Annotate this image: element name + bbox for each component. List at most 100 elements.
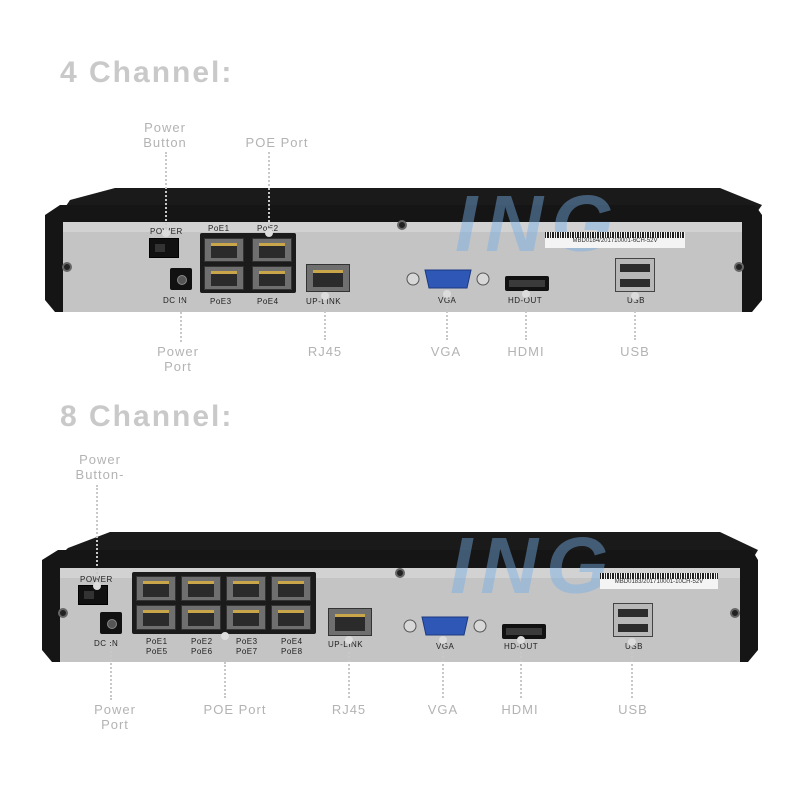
serial-number-8ch: MBD0183/201710001-10CH-52V: [614, 579, 704, 585]
power-switch: [149, 238, 179, 258]
vga-leader-dot-8ch: [439, 636, 447, 644]
usb-leader-8ch: [631, 652, 633, 698]
hdmi-leader-dot: [522, 290, 530, 298]
poe7-label-8ch: PoE7: [236, 647, 258, 656]
poe2-port-8ch: [181, 576, 221, 601]
power-port-leader: [180, 296, 182, 342]
power-port-callout-8ch-line2: Port: [101, 717, 129, 732]
eight-channel-section: 8 Channel: ING POWER DC IN PoE1 PoE2 PoE…: [0, 400, 800, 800]
usb-port: [615, 258, 655, 292]
hdmi-callout: HDMI: [507, 344, 545, 359]
usb-slot-bottom: [620, 279, 650, 287]
rj45-leader-8ch: [348, 652, 350, 698]
dc-in-port-8ch: [100, 612, 122, 634]
power-button-callout-8ch: Power Button-: [60, 452, 140, 482]
power-button-leader-dot-8ch: [93, 582, 101, 590]
poe4-label: PoE4: [257, 297, 279, 306]
power-button-leader-dot: [162, 229, 170, 237]
power-button-callout-8ch-line2: Button-: [75, 467, 125, 482]
poe5-label-8ch: PoE5: [146, 647, 168, 656]
poe2-label: PoE2: [257, 224, 279, 233]
poe-port-leader-dot-8ch: [221, 632, 229, 640]
poe1-port-8ch: [136, 576, 176, 601]
poe4-port-8ch: [271, 576, 311, 601]
vga-leader: [446, 300, 448, 340]
left-mount-screw-8ch: [58, 608, 68, 618]
poe-port-callout-8ch: POE Port: [203, 702, 267, 717]
poe1-label-8ch: PoE1: [146, 637, 168, 646]
rj45-leader-dot: [321, 292, 329, 300]
poe8-port-8ch: [271, 605, 311, 630]
poe6-port-8ch: [181, 605, 221, 630]
hdmi-leader: [525, 300, 527, 340]
poe3-port: [204, 266, 244, 290]
hdmi-callout-8ch: HDMI: [501, 702, 539, 717]
dc-in-label-8ch: DC IN: [94, 639, 119, 648]
poe8-label-8ch: PoE8: [281, 647, 303, 656]
uplink-label-8ch: UP-LINK: [328, 640, 364, 649]
serial-barcode-8ch: [600, 573, 718, 579]
power-port-callout-line2: Port: [164, 359, 192, 374]
left-mount-screw: [62, 262, 72, 272]
poe7-port-8ch: [226, 605, 266, 630]
right-mount-screw-8ch: [730, 608, 740, 618]
four-channel-title: 4 Channel:: [60, 56, 234, 89]
right-mount-screw: [734, 262, 744, 272]
usb-port-8ch: [613, 603, 653, 637]
usb-label-8ch: USB: [625, 642, 643, 651]
vga-port: [406, 269, 490, 289]
power-port-leader-8ch: [110, 640, 112, 700]
serial-number: MBD0184/201710001-6CH-52V: [572, 238, 658, 244]
poe-port-leader: [268, 152, 270, 230]
dc-in-port: [170, 268, 192, 290]
vga-callout-8ch: VGA: [427, 702, 459, 717]
poe1-port: [204, 238, 244, 262]
poe-port-leader-dot: [265, 229, 273, 237]
vga-callout: VGA: [430, 344, 462, 359]
poe5-port-8ch: [136, 605, 176, 630]
serial-barcode: [545, 232, 685, 238]
poe4-port: [252, 266, 292, 290]
hdmi-leader-dot-8ch: [517, 636, 525, 644]
uplink-port-8ch: [328, 608, 372, 636]
dc-in-label: DC IN: [163, 296, 188, 305]
power-button-callout-line2: Button: [143, 135, 187, 150]
poe-port-leader-8ch: [224, 662, 226, 698]
hdmi-label-8ch: HD-OUT: [504, 642, 539, 651]
vga-port-8ch: [403, 616, 487, 636]
poe2-label-8ch: PoE2: [191, 637, 213, 646]
power-button-callout-8ch-line1: Power: [79, 452, 121, 467]
rj45-callout: RJ45: [307, 344, 343, 359]
hdmi-label: HD-OUT: [508, 296, 543, 305]
power-port-callout-line1: Power: [157, 344, 199, 359]
eight-channel-title: 8 Channel:: [60, 400, 234, 433]
four-channel-section: 4 Channel: ING POWER DC IN PoE1 PoE2 PoE…: [45, 56, 762, 374]
usb-callout-8ch: USB: [618, 702, 648, 717]
vga-label-8ch: VGA: [436, 642, 455, 651]
rj45-leader-dot-8ch: [345, 636, 353, 644]
vga-leader-dot: [443, 290, 451, 298]
poe1-label: PoE1: [208, 224, 230, 233]
power-button-callout-line1: Power: [144, 120, 186, 135]
poe3-label-8ch: PoE3: [236, 637, 258, 646]
usb-callout: USB: [620, 344, 650, 359]
usb-slot-top: [620, 264, 650, 272]
four-channel-watermark: ING: [455, 179, 622, 268]
top-center-screw-8ch: [395, 568, 405, 578]
poe6-label-8ch: PoE6: [191, 647, 213, 656]
rj45-callout-8ch: RJ45: [331, 702, 367, 717]
uplink-port: [306, 264, 350, 292]
usb-leader-dot: [631, 292, 639, 300]
four-channel-nvr-chassis: [45, 188, 762, 312]
usb-slot-top-8ch: [618, 609, 648, 617]
power-port-callout: Power Port: [143, 344, 213, 374]
hdmi-port: [505, 276, 549, 291]
usb-leader: [634, 300, 636, 340]
poe-port-callout: POE Port: [245, 135, 309, 150]
poe3-port-8ch: [226, 576, 266, 601]
hdmi-leader-8ch: [520, 652, 522, 698]
power-port-callout-8ch-line1: Power: [94, 702, 136, 717]
top-center-screw: [397, 220, 407, 230]
serial-sticker: MBD0184/201710001-6CH-52V: [545, 232, 685, 248]
usb-slot-bottom-8ch: [618, 624, 648, 632]
